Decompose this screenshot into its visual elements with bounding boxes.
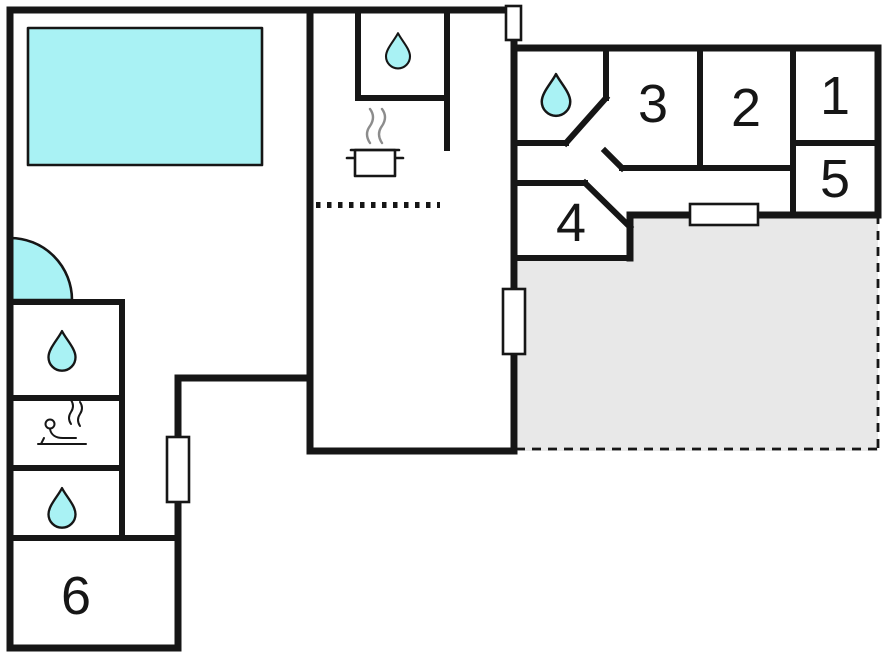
room-label-3: 3	[638, 74, 668, 134]
water-drop-icon	[540, 72, 572, 118]
windows	[165, 4, 760, 504]
room-label-2: 2	[731, 78, 761, 138]
window-icon	[688, 202, 760, 227]
room-label-4: 4	[556, 193, 586, 253]
water-drop-icon	[47, 329, 77, 372]
stove-steam-icon	[345, 107, 405, 178]
window-icon	[165, 435, 191, 504]
room-label-5: 5	[820, 149, 850, 209]
sauna-icon	[37, 399, 87, 445]
terrace	[518, 215, 878, 451]
interior-walls	[7, 7, 881, 541]
water-drop-icon	[47, 486, 77, 529]
bathroom-icons	[47, 32, 572, 529]
room-label-6: 6	[61, 566, 91, 626]
window-icon	[501, 287, 527, 356]
room-labels: 1 2 3 4 5 6	[61, 66, 850, 626]
pool	[26, 26, 264, 167]
room-label-1: 1	[820, 66, 850, 126]
water-drop-icon	[384, 32, 412, 70]
door-swing-icon	[8, 236, 74, 302]
window-icon	[504, 4, 523, 42]
